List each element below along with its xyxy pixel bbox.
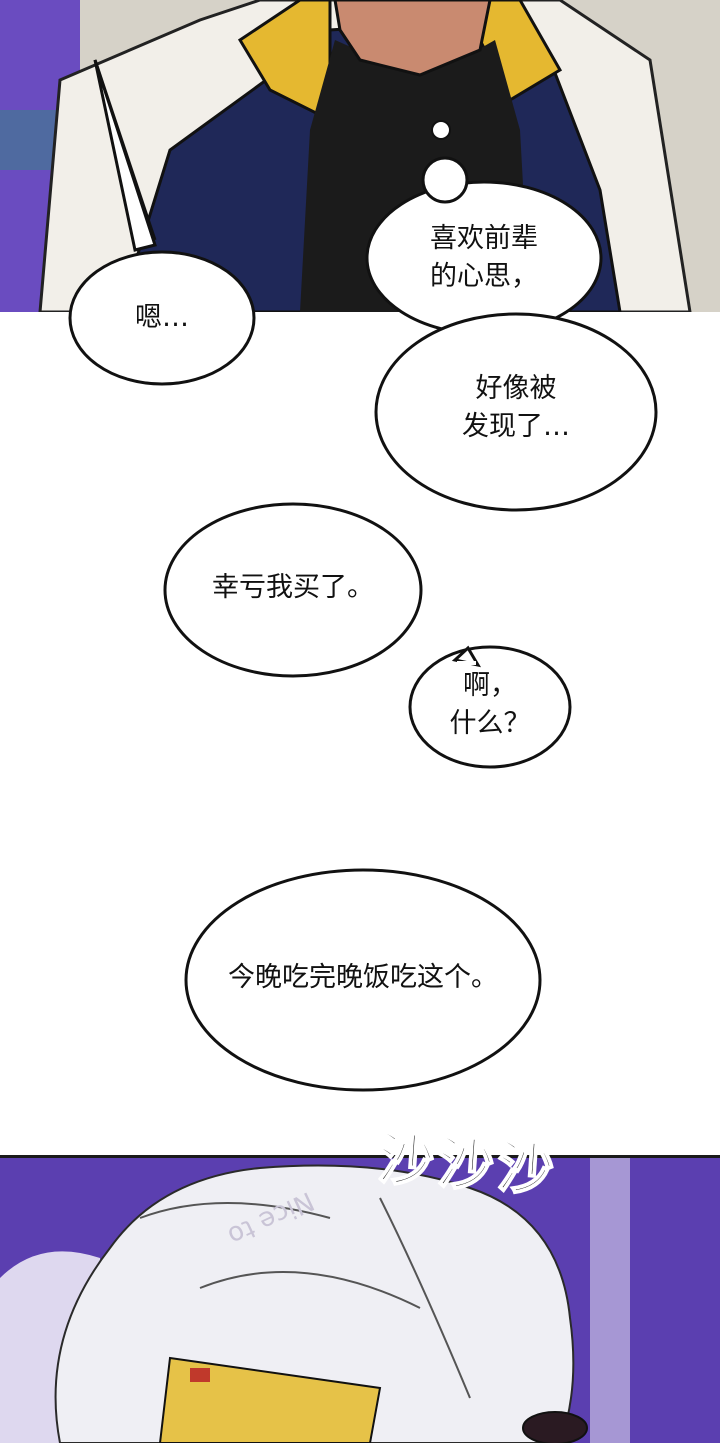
plastic-bag-illustration bbox=[0, 1158, 720, 1443]
bubble-text-4: 幸亏我买了。 bbox=[212, 572, 374, 603]
bottom-comic-panel: Nice to bbox=[0, 1155, 720, 1443]
bubble-text-6: 今晚吃完晚饭吃这个。 bbox=[228, 962, 498, 993]
character-jacket-illustration bbox=[0, 0, 720, 312]
bubble-tail bbox=[451, 645, 482, 668]
bubble-text-3: 好像被 发现了… bbox=[462, 373, 570, 442]
bubble-text-2: 喜欢前辈 的心思， bbox=[430, 223, 538, 292]
bubble-text-1: 嗯… bbox=[135, 302, 189, 333]
sound-effect-text: 沙沙沙 bbox=[375, 1126, 561, 1205]
bubble-text-5: 啊， 什么？ bbox=[449, 670, 531, 739]
top-comic-panel bbox=[0, 0, 720, 312]
